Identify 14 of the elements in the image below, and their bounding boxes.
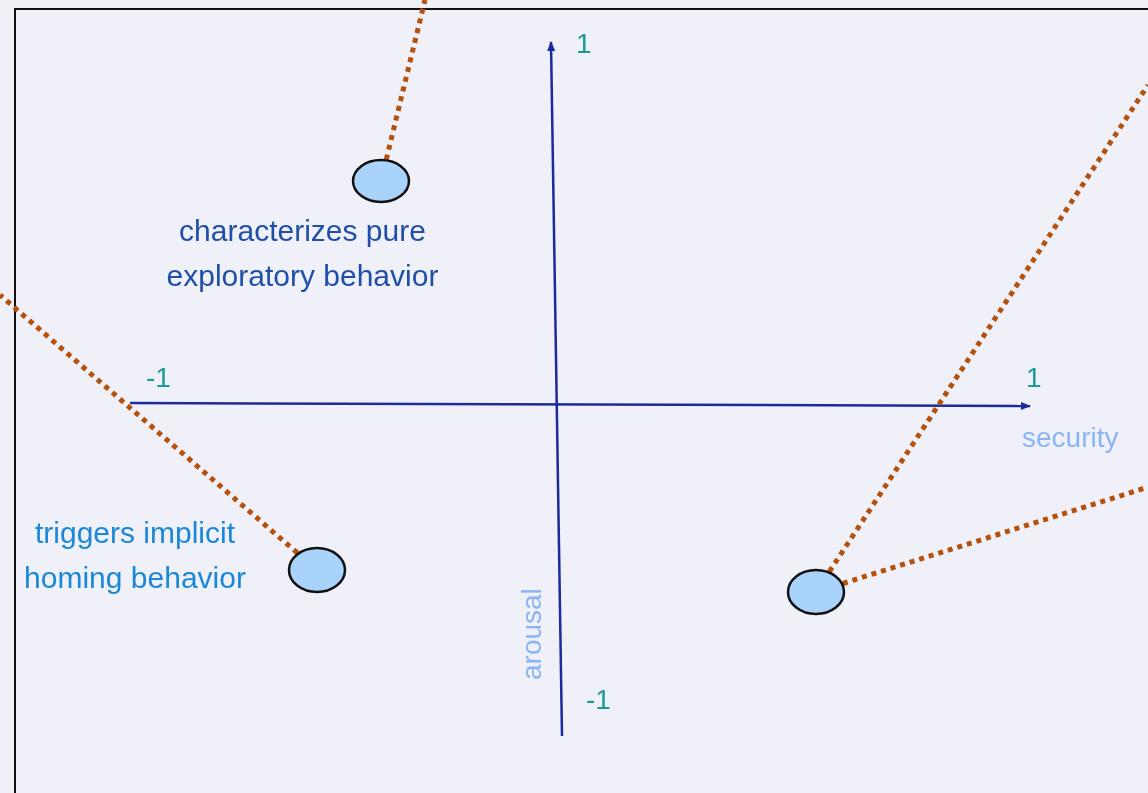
tick-label: 1 (1026, 362, 1042, 394)
tick-label: -1 (586, 684, 611, 716)
axis-label: arousal (516, 588, 548, 680)
annotation-text: characterizes pure exploratory behavior (165, 213, 440, 294)
tick-label: -1 (146, 362, 171, 394)
ellipse-marker (787, 569, 845, 615)
axis-label: security (1022, 422, 1119, 454)
ellipse-marker (288, 547, 346, 593)
tick-label: 1 (576, 28, 592, 60)
leader-line (383, 0, 428, 160)
annotation-text: triggers implicit homing behavior (23, 515, 247, 596)
leader-line (0, 293, 300, 555)
ellipse-marker (352, 159, 410, 203)
leader-line (827, 83, 1148, 573)
